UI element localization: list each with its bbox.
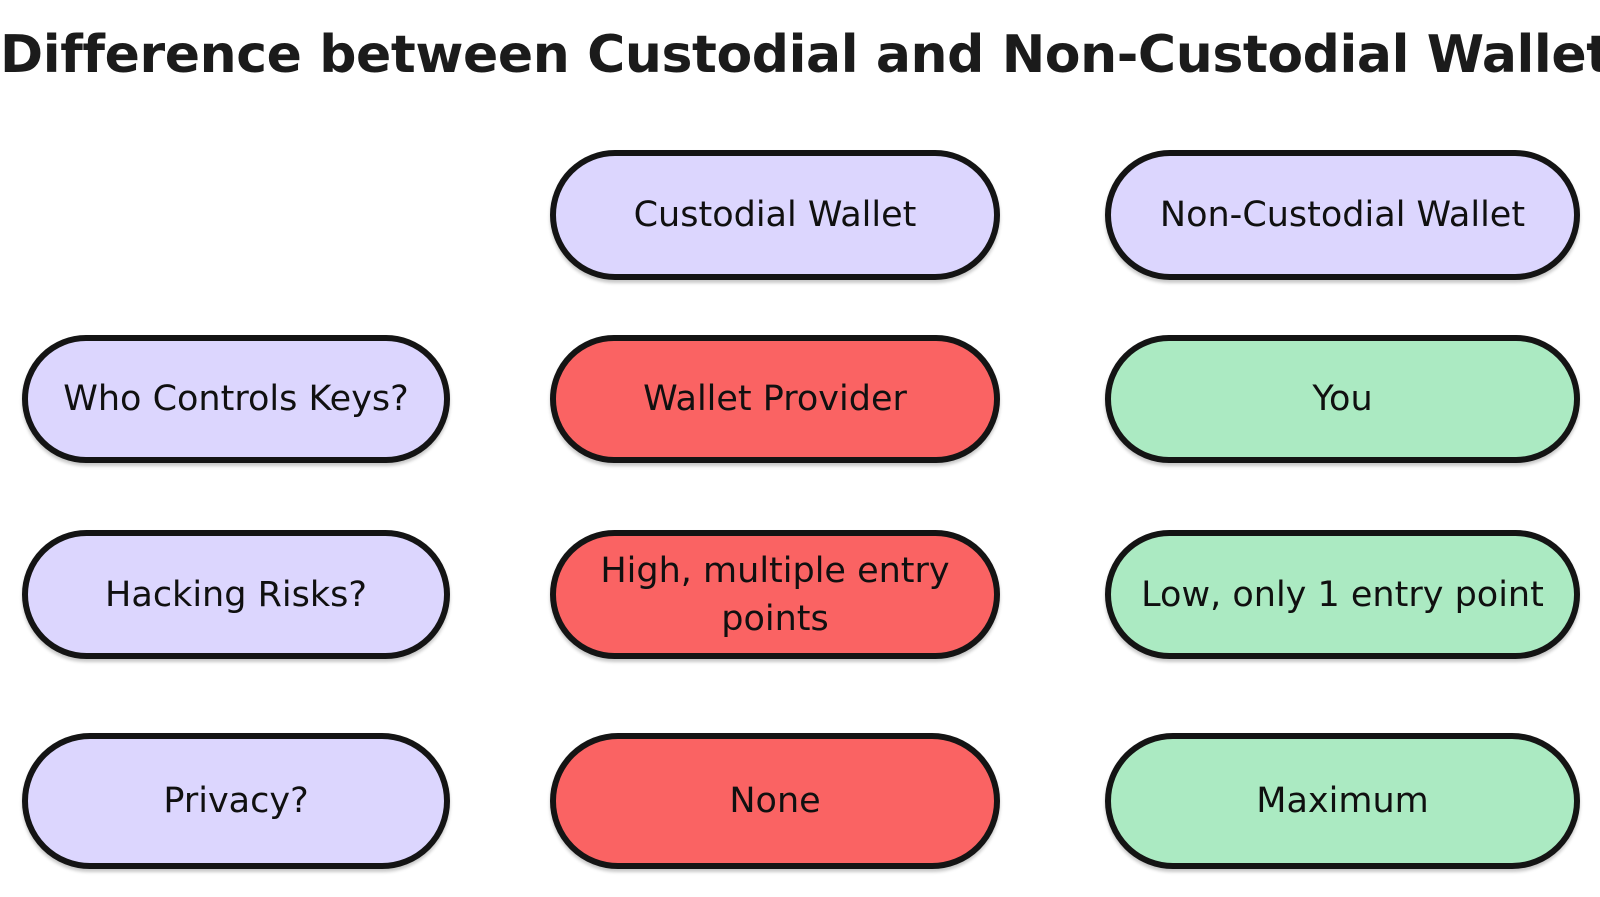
cell-text: Wallet Provider [643, 379, 907, 419]
header-custodial-wallet[interactable]: Custodial Wallet [550, 150, 1000, 280]
cell-text: Low, only 1 entry point [1141, 574, 1544, 615]
header-custodial-wallet-label: Custodial Wallet [633, 195, 917, 235]
header-non-custodial-wallet-label: Non-Custodial Wallet [1159, 195, 1526, 235]
row-label-privacy[interactable]: Privacy? [22, 733, 450, 869]
cell-custodial-who-controls-keys[interactable]: Wallet Provider [550, 335, 1000, 463]
row-label-text: Hacking Risks? [105, 574, 367, 615]
header-label-spacer [22, 150, 450, 280]
cell-text: Maximum [1256, 781, 1429, 821]
cell-text: You [1312, 379, 1373, 419]
comparison-table: Custodial Wallet Non-Custodial Wallet Wh… [22, 150, 1580, 870]
row-label-who-controls-keys[interactable]: Who Controls Keys? [22, 335, 450, 463]
page-title: Difference between Custodial and Non-Cus… [0, 25, 1600, 85]
table-row: Hacking Risks? High, multiple entry poin… [22, 530, 1580, 659]
cell-custodial-privacy[interactable]: None [550, 733, 1000, 869]
cell-text: High, multiple entry points [600, 550, 950, 639]
table-row: Privacy? None Maximum [22, 733, 1580, 869]
cell-non-custodial-privacy[interactable]: Maximum [1105, 733, 1580, 869]
cell-text: None [729, 781, 821, 821]
row-label-text: Privacy? [163, 781, 309, 821]
row-label-text: Who Controls Keys? [63, 379, 409, 419]
row-label-hacking-risks[interactable]: Hacking Risks? [22, 530, 450, 659]
cell-non-custodial-who-controls-keys[interactable]: You [1105, 335, 1580, 463]
table-row: Who Controls Keys? Wallet Provider You [22, 335, 1580, 463]
header-non-custodial-wallet[interactable]: Non-Custodial Wallet [1105, 150, 1580, 280]
cell-custodial-hacking-risks[interactable]: High, multiple entry points [550, 530, 1000, 659]
table-header-row: Custodial Wallet Non-Custodial Wallet [22, 150, 1580, 280]
cell-non-custodial-hacking-risks[interactable]: Low, only 1 entry point [1105, 530, 1580, 659]
